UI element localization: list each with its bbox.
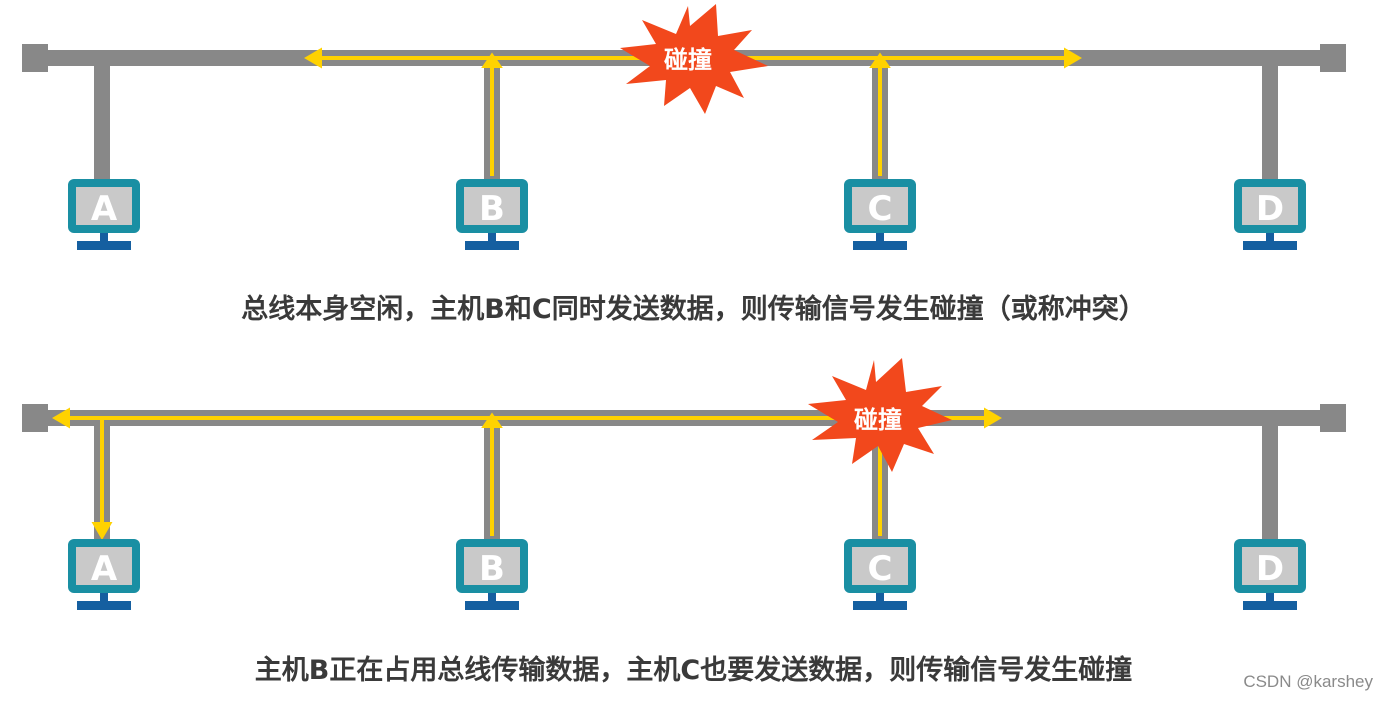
host-label-c: C xyxy=(868,549,893,589)
host-a: A xyxy=(68,539,140,610)
bus-terminator-right xyxy=(1320,44,1346,72)
host-label-a: A xyxy=(91,189,118,229)
host-b: B xyxy=(456,179,528,250)
collision-label-1: 碰撞 xyxy=(664,46,712,74)
host-c: C xyxy=(844,539,916,610)
host-d: D xyxy=(1234,539,1306,610)
drop-line-d xyxy=(1262,58,1278,183)
bus-terminator-left xyxy=(22,404,48,432)
host-a: A xyxy=(68,179,140,250)
host-label-b: B xyxy=(479,189,505,229)
host-c: C xyxy=(844,179,916,250)
drop-line-d xyxy=(1262,418,1278,543)
host-d: D xyxy=(1234,179,1306,250)
bus-terminator-left xyxy=(22,44,48,72)
collision-label-2: 碰撞 xyxy=(854,406,902,434)
host-b: B xyxy=(456,539,528,610)
bus-terminator-right xyxy=(1320,404,1346,432)
collision-burst-1: 碰撞 xyxy=(620,4,768,114)
host-label-a: A xyxy=(91,549,118,589)
collision-burst-2: 碰撞 xyxy=(808,358,952,472)
caption-diagram-2: 主机B正在占用总线传输数据，主机C也要发送数据，则传输信号发生碰撞 xyxy=(254,655,1133,686)
host-label-d: D xyxy=(1256,549,1284,589)
signal-c xyxy=(730,47,1082,176)
host-label-d: D xyxy=(1256,189,1284,229)
diagram-2: 碰撞 A B C D xyxy=(22,358,1346,610)
caption-diagram-1: 总线本身空闲，主机B和C同时发送数据，则传输信号发生碰撞（或称冲突） xyxy=(241,294,1146,325)
watermark: CSDN @karshey xyxy=(1243,672,1373,691)
diagram-1: 碰撞 A B C D xyxy=(22,4,1346,250)
drop-line-a xyxy=(94,58,110,183)
signal-b xyxy=(304,47,650,176)
host-label-b: B xyxy=(479,549,505,589)
host-label-c: C xyxy=(868,189,893,229)
